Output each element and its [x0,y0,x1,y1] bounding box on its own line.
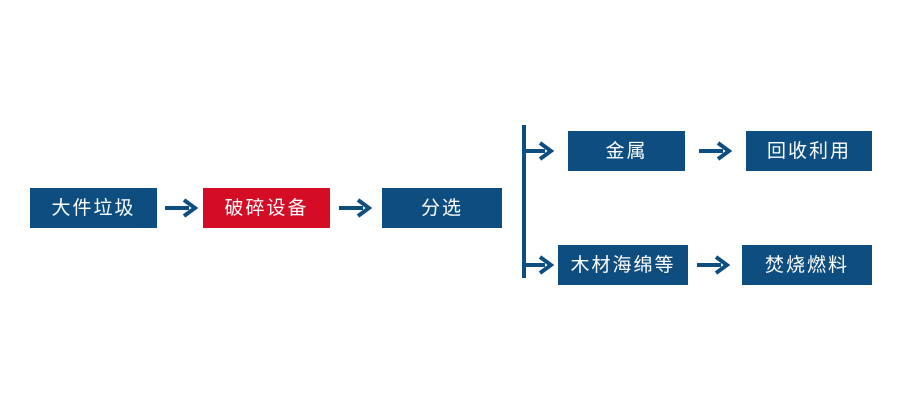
node-sorting-label: 分选 [420,196,463,219]
arrow-sorting-to-wood-icon [524,252,554,278]
node-metal[interactable]: 金属 [568,131,685,171]
node-recycle[interactable]: 回收利用 [746,131,872,171]
node-wood-label: 木材海绵等 [570,253,676,276]
node-fuel-label: 焚烧燃料 [764,253,849,276]
node-wood[interactable]: 木材海绵等 [558,245,688,285]
arrow-crusher-to-sorting-icon [338,195,372,221]
node-metal-label: 金属 [605,139,648,162]
node-crusher-label: 破碎设备 [224,196,309,219]
arrow-wood-to-fuel-icon [696,252,730,278]
bracket-split-spine [522,125,526,278]
node-source[interactable]: 大件垃圾 [30,188,157,228]
node-recycle-label: 回收利用 [766,139,851,162]
node-fuel[interactable]: 焚烧燃料 [742,245,872,285]
node-sorting[interactable]: 分选 [382,188,502,228]
node-source-label: 大件垃圾 [51,196,136,219]
arrow-sorting-to-metal-icon [524,138,554,164]
arrow-source-to-crusher-icon [164,195,198,221]
arrow-metal-to-recycle-icon [698,138,732,164]
node-crusher[interactable]: 破碎设备 [203,188,330,228]
